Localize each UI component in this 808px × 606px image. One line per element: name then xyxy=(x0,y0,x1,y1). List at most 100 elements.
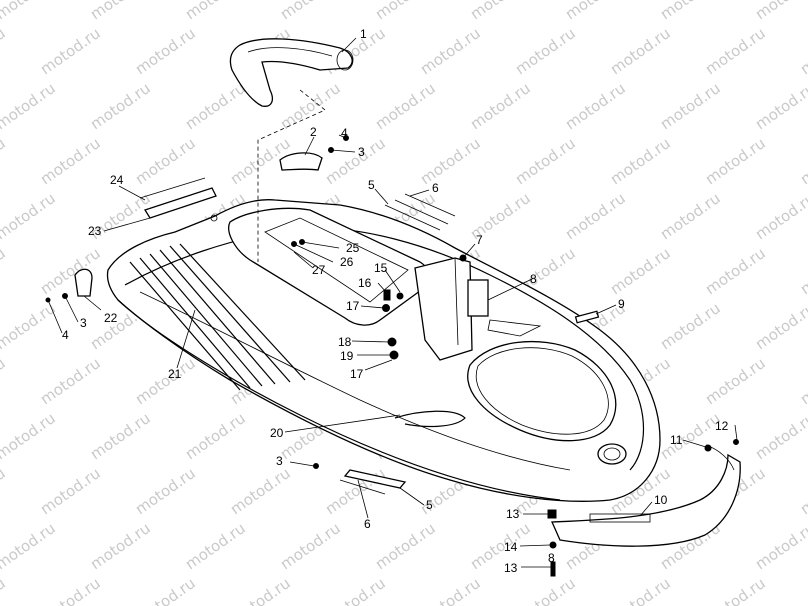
watermark-text: motod.ru xyxy=(657,299,724,353)
watermark-text: motod.ru xyxy=(37,244,104,298)
bow-eye xyxy=(597,443,627,465)
watermark-text: motod.ru xyxy=(0,354,9,408)
watermark-text: motod.ru xyxy=(0,189,59,243)
watermark-text: motod.ru xyxy=(227,574,294,606)
callout-8-bottom: 8 xyxy=(548,551,555,565)
watermark-text: motod.ru xyxy=(512,24,579,78)
side-swoosh xyxy=(394,410,466,428)
callout-5-bottom: 5 xyxy=(426,498,433,512)
watermark-text: motod.ru xyxy=(277,519,344,573)
watermark-text: motod.ru xyxy=(607,134,674,188)
callout-20: 20 xyxy=(270,426,284,440)
watermark-text: motod.ru xyxy=(797,354,808,408)
pedestal-edge xyxy=(454,257,459,346)
watermark-text: motod.ru xyxy=(752,299,808,353)
watermark-text: motod.ru xyxy=(562,189,629,243)
watermark-text: motod.ru xyxy=(227,464,294,518)
watermark-text: motod.ru xyxy=(797,574,808,606)
watermark-text: motod.ru xyxy=(132,134,199,188)
rub-rail-slot xyxy=(589,513,651,523)
callout-13-bottom: 13 xyxy=(504,561,518,575)
callout-17-top: 17 xyxy=(346,299,360,313)
hull-deck xyxy=(106,199,661,502)
watermark-text: motod.ru xyxy=(37,134,104,188)
watermark-text: motod.ru xyxy=(562,79,629,133)
watermark-text: motod.ru xyxy=(182,519,249,573)
callout-13-top: 13 xyxy=(506,507,520,521)
watermark-text: motod.ru xyxy=(0,244,9,298)
gunwale-strip xyxy=(144,187,217,219)
watermark-text: motod.ru xyxy=(797,24,808,78)
strip-upper-c xyxy=(404,193,456,217)
callout-25: 25 xyxy=(346,241,360,255)
bow-eye-inner xyxy=(603,447,621,461)
watermark-text: motod.ru xyxy=(37,464,104,518)
watermark-text: motod.ru xyxy=(797,134,808,188)
callout-4-left: 4 xyxy=(62,328,69,342)
watermark-text: motod.ru xyxy=(752,0,808,23)
callout-19: 19 xyxy=(340,349,354,363)
watermark-text: motod.ru xyxy=(37,24,104,78)
callout-7: 7 xyxy=(476,233,483,247)
side-decal xyxy=(129,243,306,391)
footwell-inner xyxy=(476,347,609,435)
callout-labels: 1 2 3 4 5 6 7 8 9 10 11 12 13 14 15 16 1… xyxy=(62,27,729,575)
watermark-text: motod.ru xyxy=(562,0,629,23)
watermark-text: motod.ru xyxy=(372,79,439,133)
watermark-text: motod.ru xyxy=(752,189,808,243)
callout-4-top: 4 xyxy=(341,126,348,140)
callout-27: 27 xyxy=(312,263,326,277)
watermark-text: motod.ru xyxy=(657,189,724,243)
watermark-text: motod.ru xyxy=(417,134,484,188)
callout-14: 14 xyxy=(504,540,518,554)
watermark-text: motod.ru xyxy=(797,464,808,518)
callout-5-top: 5 xyxy=(368,178,375,192)
watermark-text: motod.ru xyxy=(702,354,769,408)
lower-strip-b xyxy=(339,479,386,495)
pin-part xyxy=(574,310,600,324)
callout-11: 11 xyxy=(670,433,683,447)
callout-3-left: 3 xyxy=(80,316,87,330)
callout-8-deck: 8 xyxy=(530,272,537,286)
watermark-text: motod.ru xyxy=(607,24,674,78)
watermark-text: motod.ru xyxy=(752,79,808,133)
callout-9: 9 xyxy=(618,297,625,311)
leader-lines xyxy=(47,37,738,568)
watermark-text: motod.ru xyxy=(182,79,249,133)
watermark-text: motod.ru xyxy=(657,409,724,463)
watermark-text: motod.ru xyxy=(702,134,769,188)
watermark-text: motod.ru xyxy=(37,354,104,408)
callout-3-bottom: 3 xyxy=(276,454,283,468)
watermark-text: motod.ru xyxy=(87,0,154,23)
watermark-text: motod.ru xyxy=(607,574,674,606)
watermark-text: motod.ru xyxy=(702,24,769,78)
watermark-text: motod.ru xyxy=(752,409,808,463)
watermark-text: motod.ru xyxy=(132,354,199,408)
deck-inner-line xyxy=(139,291,571,471)
watermark-text: motod.ru xyxy=(37,574,104,606)
callout-16: 16 xyxy=(358,276,372,290)
watermark-text: motod.ru xyxy=(132,24,199,78)
watermark-text: motod.ru xyxy=(0,464,9,518)
strip-upper-a xyxy=(384,204,441,231)
watermark-text: motod.ru xyxy=(87,519,154,573)
front-rub-rail xyxy=(551,453,741,547)
watermark-text: motod.ru xyxy=(322,574,389,606)
grab-handle-end xyxy=(336,49,354,71)
watermark-text: motod.ru xyxy=(512,134,579,188)
watermark-text: motod.ru xyxy=(702,244,769,298)
callout-18: 18 xyxy=(338,335,352,349)
callout-24: 24 xyxy=(110,173,124,187)
deck-hole xyxy=(210,214,218,222)
watermark-text: motod.ru xyxy=(182,0,249,23)
callout-15: 15 xyxy=(374,261,388,275)
callout-17-bottom: 17 xyxy=(350,367,364,381)
grab-handle xyxy=(229,38,353,107)
watermark-text: motod.ru xyxy=(0,79,59,133)
watermark-text: motod.ru xyxy=(607,244,674,298)
watermark-text: motod.ru xyxy=(797,244,808,298)
strip-top-line xyxy=(139,177,206,199)
watermark-text: motod.ru xyxy=(132,574,199,606)
